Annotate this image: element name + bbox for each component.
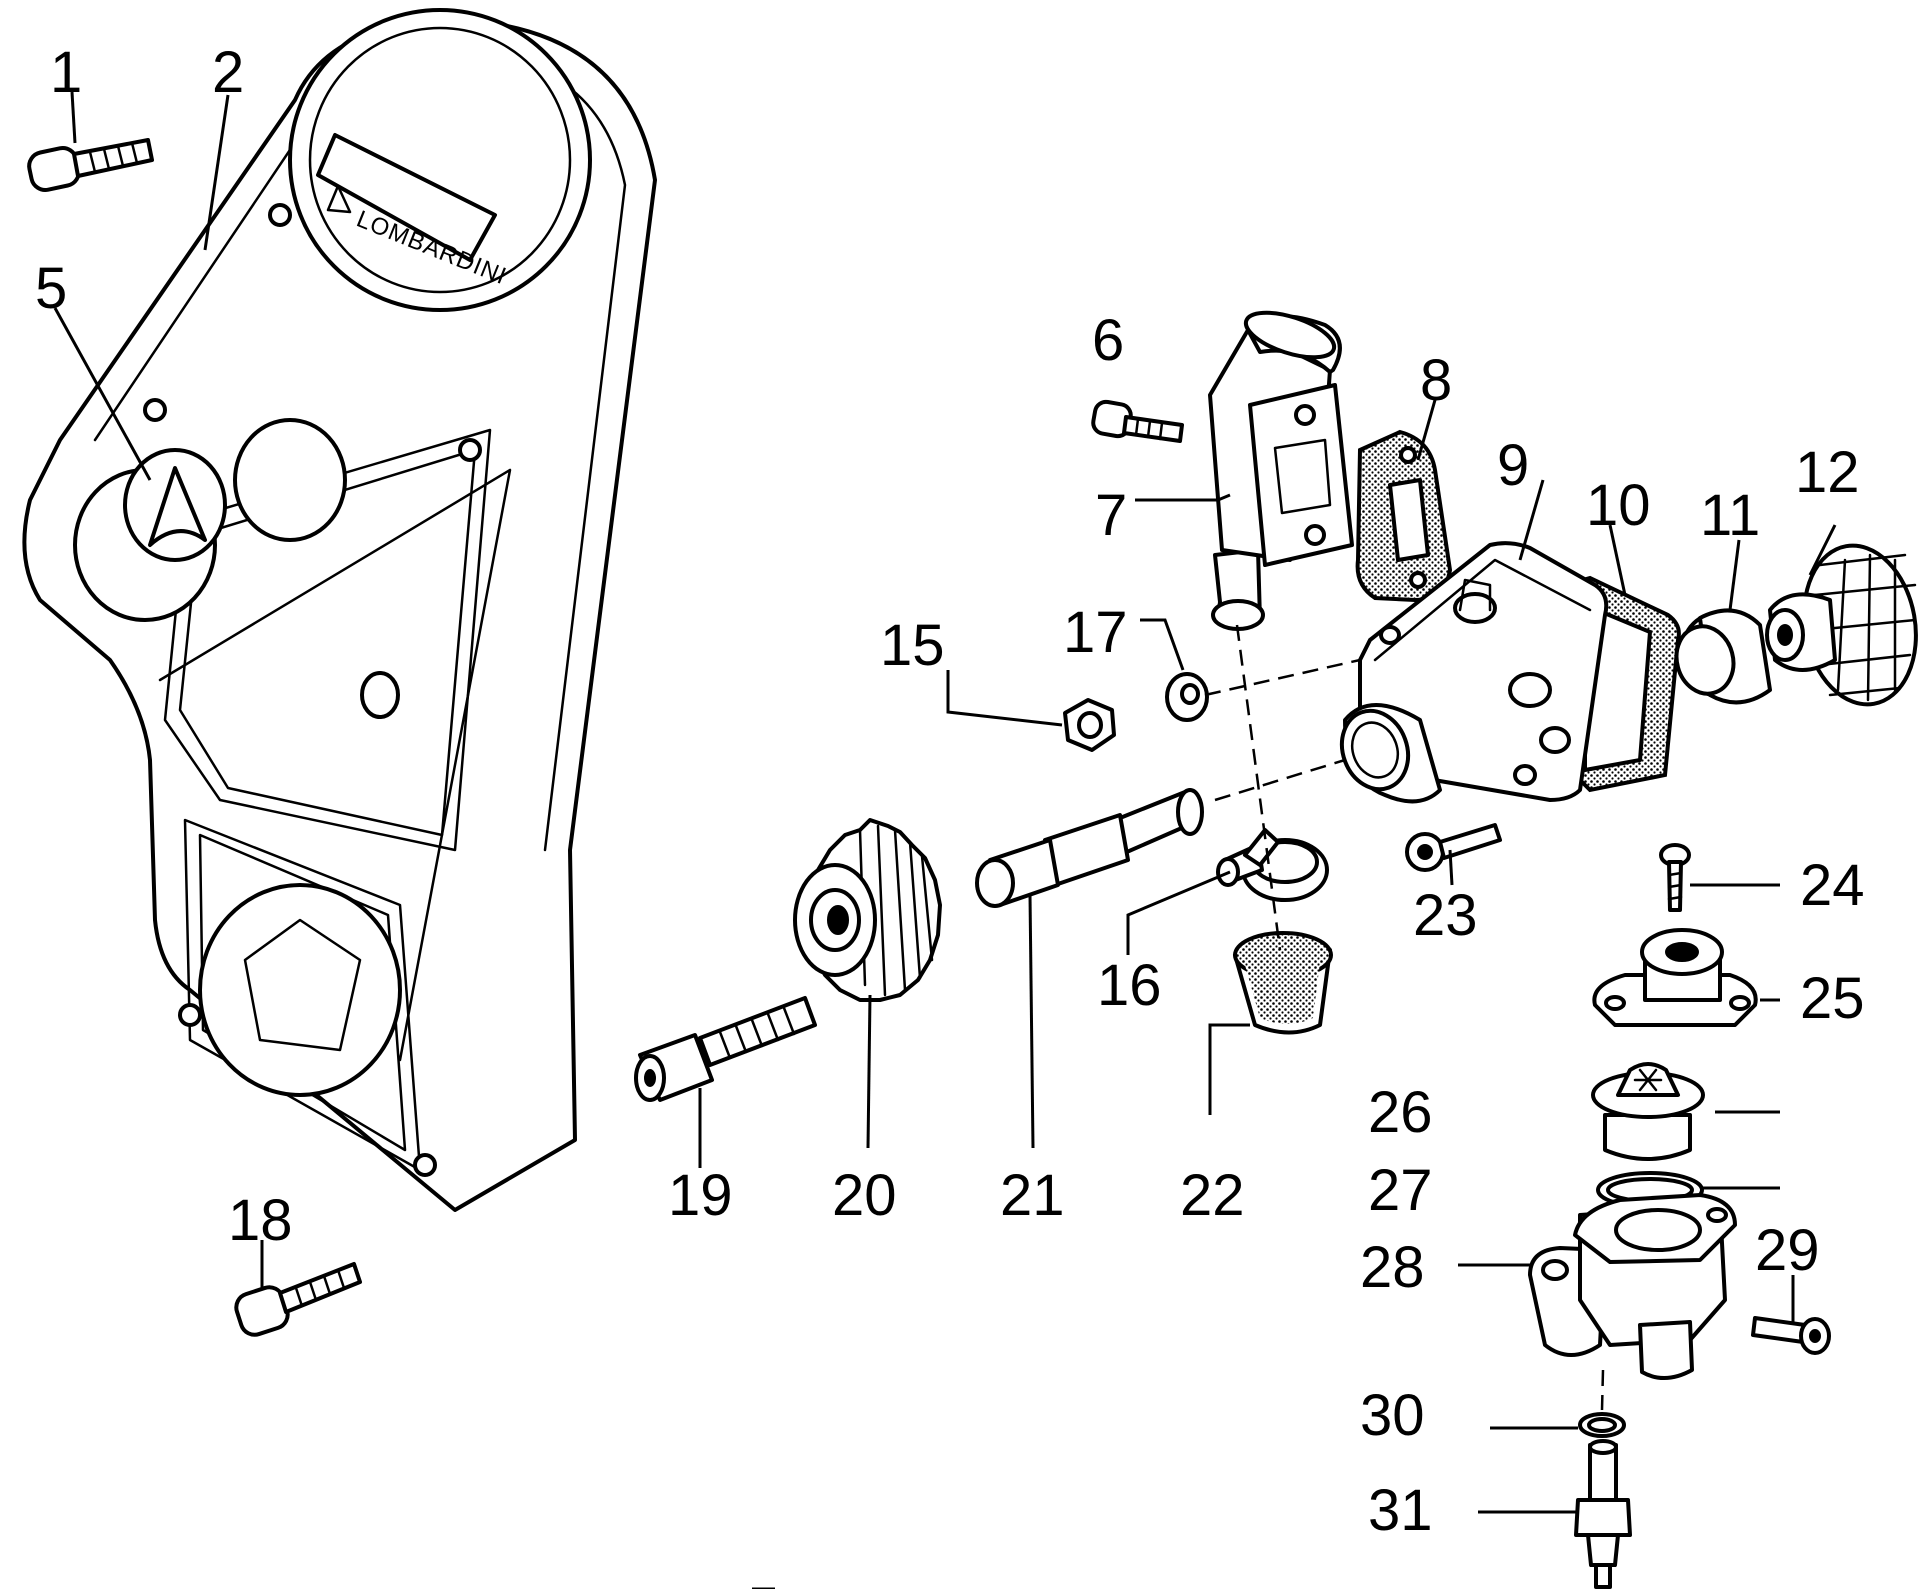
assembly-lines [1204, 624, 1605, 1411]
water-pump-body [1339, 541, 1609, 804]
leader-lines [53, 91, 1837, 1514]
gasket-8 [1355, 429, 1453, 603]
callout-12: 12 [1795, 440, 1860, 505]
callout-6: 6 [1092, 308, 1124, 373]
callout-2: 2 [212, 40, 244, 105]
callout-26: 26 [1368, 1080, 1433, 1145]
flange-cover [1592, 928, 1758, 1027]
oil-filler-cap [123, 448, 227, 562]
callout-labels: 1 2 5 6 7 8 9 10 11 12 15 16 17 18 19 20… [35, 40, 1865, 1543]
thermostat [1591, 1062, 1705, 1161]
callout-29: 29 [1755, 1218, 1820, 1283]
callout-17: 17 [1063, 600, 1128, 665]
impeller [1765, 543, 1918, 707]
callout-16: 16 [1097, 953, 1162, 1018]
pump-shaft [975, 788, 1204, 908]
callout-19: 19 [668, 1163, 733, 1228]
screw-18 [234, 1262, 362, 1337]
callout-18: 18 [228, 1188, 293, 1253]
washer-17 [1165, 672, 1209, 722]
screw-1 [27, 138, 154, 192]
callout-27: 27 [1368, 1158, 1433, 1223]
callout-8: 8 [1420, 348, 1452, 413]
callout-30: 30 [1360, 1383, 1425, 1448]
callout-11: 11 [1700, 483, 1760, 548]
seal-ring [1674, 608, 1772, 705]
hose-clamp [1216, 828, 1329, 902]
callout-15: 15 [880, 613, 945, 678]
callout-23: 23 [1413, 883, 1478, 948]
temperature-sensor [1574, 1439, 1632, 1589]
callout-28: 28 [1360, 1235, 1425, 1300]
stud-19 [634, 996, 817, 1102]
hose-sleeve [1233, 931, 1333, 1035]
screw-6 [1091, 399, 1184, 443]
callout-1: 1 [50, 40, 82, 105]
nut-15 [1063, 698, 1116, 752]
gear-20 [793, 818, 942, 1002]
callout-31: 31 [1368, 1478, 1433, 1543]
callout-20: 20 [832, 1163, 897, 1228]
callout-10: 10 [1586, 473, 1651, 538]
callout-24: 24 [1800, 853, 1865, 918]
o-ring-30 [1578, 1412, 1626, 1438]
callout-5: 5 [35, 256, 67, 321]
screw-23 [1405, 823, 1502, 872]
screw-24 [1659, 843, 1691, 912]
screw-29 [1751, 1316, 1831, 1355]
callout-7: 7 [1095, 483, 1127, 548]
elbow-pipe [1208, 310, 1354, 631]
callout-21: 21 [1000, 1163, 1065, 1228]
thermostat-housing [1528, 1193, 1737, 1380]
callout-25: 25 [1800, 966, 1865, 1031]
callout-9: 9 [1497, 433, 1529, 498]
callout-22: 22 [1180, 1163, 1245, 1228]
timing-cover: LOMBARDINI [22, 8, 657, 1212]
